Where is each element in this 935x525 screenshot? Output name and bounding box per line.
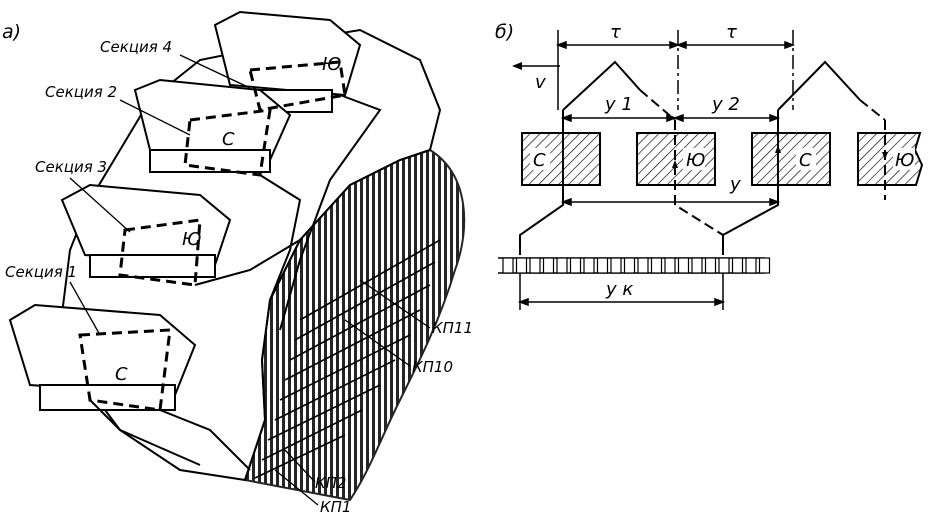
pole-letter-bg-1 [530, 148, 550, 170]
section-3-label: Секция 3 [35, 158, 107, 176]
current-arrow-3 [882, 152, 888, 160]
commutator-label-kp2: КП2 [315, 474, 346, 492]
y-label: y [729, 174, 741, 195]
current-arrow-1 [672, 160, 678, 168]
current-arrow-2 [775, 145, 781, 153]
y1-label: y 1 [604, 94, 633, 115]
section-3-leader [69, 177, 131, 233]
commutator-segment [731, 257, 744, 274]
commutator [254, 239, 441, 479]
pole-label-s-1: С [533, 150, 546, 171]
section-2-label: Секция 2 [45, 83, 117, 101]
yk-dimension [517, 273, 726, 310]
yk-label: y к [605, 279, 633, 300]
pole-letter-3: Ю [182, 229, 201, 250]
commutator-segment [718, 257, 730, 274]
y1-y2-dimensions [560, 113, 781, 123]
commutator-label-kp1: КП1 [320, 498, 351, 516]
pole-1 [8, 303, 197, 411]
commutator-segment [623, 257, 636, 274]
tau-2-label: τ [726, 22, 737, 43]
section-2-leader [119, 99, 191, 136]
commutator-segment [677, 257, 690, 274]
commutator-segment [745, 257, 757, 274]
commutator-label-kp11: КП11 [432, 319, 473, 337]
pole-letter-bg-4 [893, 148, 915, 170]
panel-a: Ю С Ю С а) Секция 4 Секция 2 Секция 3 Се… [2, 10, 473, 516]
panel-b-label: б) [495, 21, 514, 43]
commutator-segment [569, 257, 582, 274]
pole-label-n-2: Ю [895, 150, 914, 171]
velocity-arrow [512, 62, 560, 70]
y-dimension [560, 197, 781, 207]
section-1-leader [69, 281, 101, 336]
pole-letter-4: Ю [322, 54, 341, 75]
pole-2 [133, 78, 292, 173]
commutator-segment [691, 257, 703, 274]
kp11-leader [359, 279, 431, 329]
y2-label: y 2 [711, 94, 740, 115]
commutator-segment [502, 257, 514, 274]
commutator-segment [596, 257, 609, 274]
panel-a-label: а) [2, 21, 21, 43]
pole-letter-2: С [222, 129, 235, 150]
pole-letter-bg-2 [683, 148, 705, 170]
commutator-strip [498, 257, 771, 274]
pole-letter-1: С [115, 364, 128, 385]
section-4-leader [179, 54, 251, 89]
tau-1-label: τ [610, 22, 621, 43]
commutator-segment [637, 257, 649, 274]
commutator-segment [529, 257, 541, 274]
commutator-segment [610, 257, 622, 274]
commutator-label-kp10: КП10 [412, 358, 453, 376]
commutator-segment [515, 257, 528, 274]
commutator-segment [704, 257, 717, 274]
pole-s-2 [751, 132, 831, 186]
kp1-leader [274, 469, 319, 506]
commutator-segment [664, 257, 676, 274]
commutator-segment [650, 257, 663, 274]
pole-letter-bg-3 [796, 148, 816, 170]
section-4-label: Секция 4 [100, 38, 172, 56]
kp10-leader [344, 319, 411, 367]
pole-3 [60, 183, 232, 278]
section-1-label: Секция 1 [5, 263, 77, 281]
winding-leads [89, 94, 382, 471]
panel-b: б) τ τ v [495, 21, 924, 310]
pole-n-2 [857, 132, 924, 186]
pole-label-n-1: Ю [686, 150, 705, 171]
commutator-segment [758, 257, 771, 274]
pole-label-s-2: С [799, 150, 812, 171]
kp2-leader [284, 449, 316, 483]
commutator-segment [556, 257, 568, 274]
commutator-segment [583, 257, 595, 274]
commutator-segment [542, 257, 555, 274]
tau-dimensions [555, 30, 796, 110]
velocity-label: v [535, 72, 546, 93]
